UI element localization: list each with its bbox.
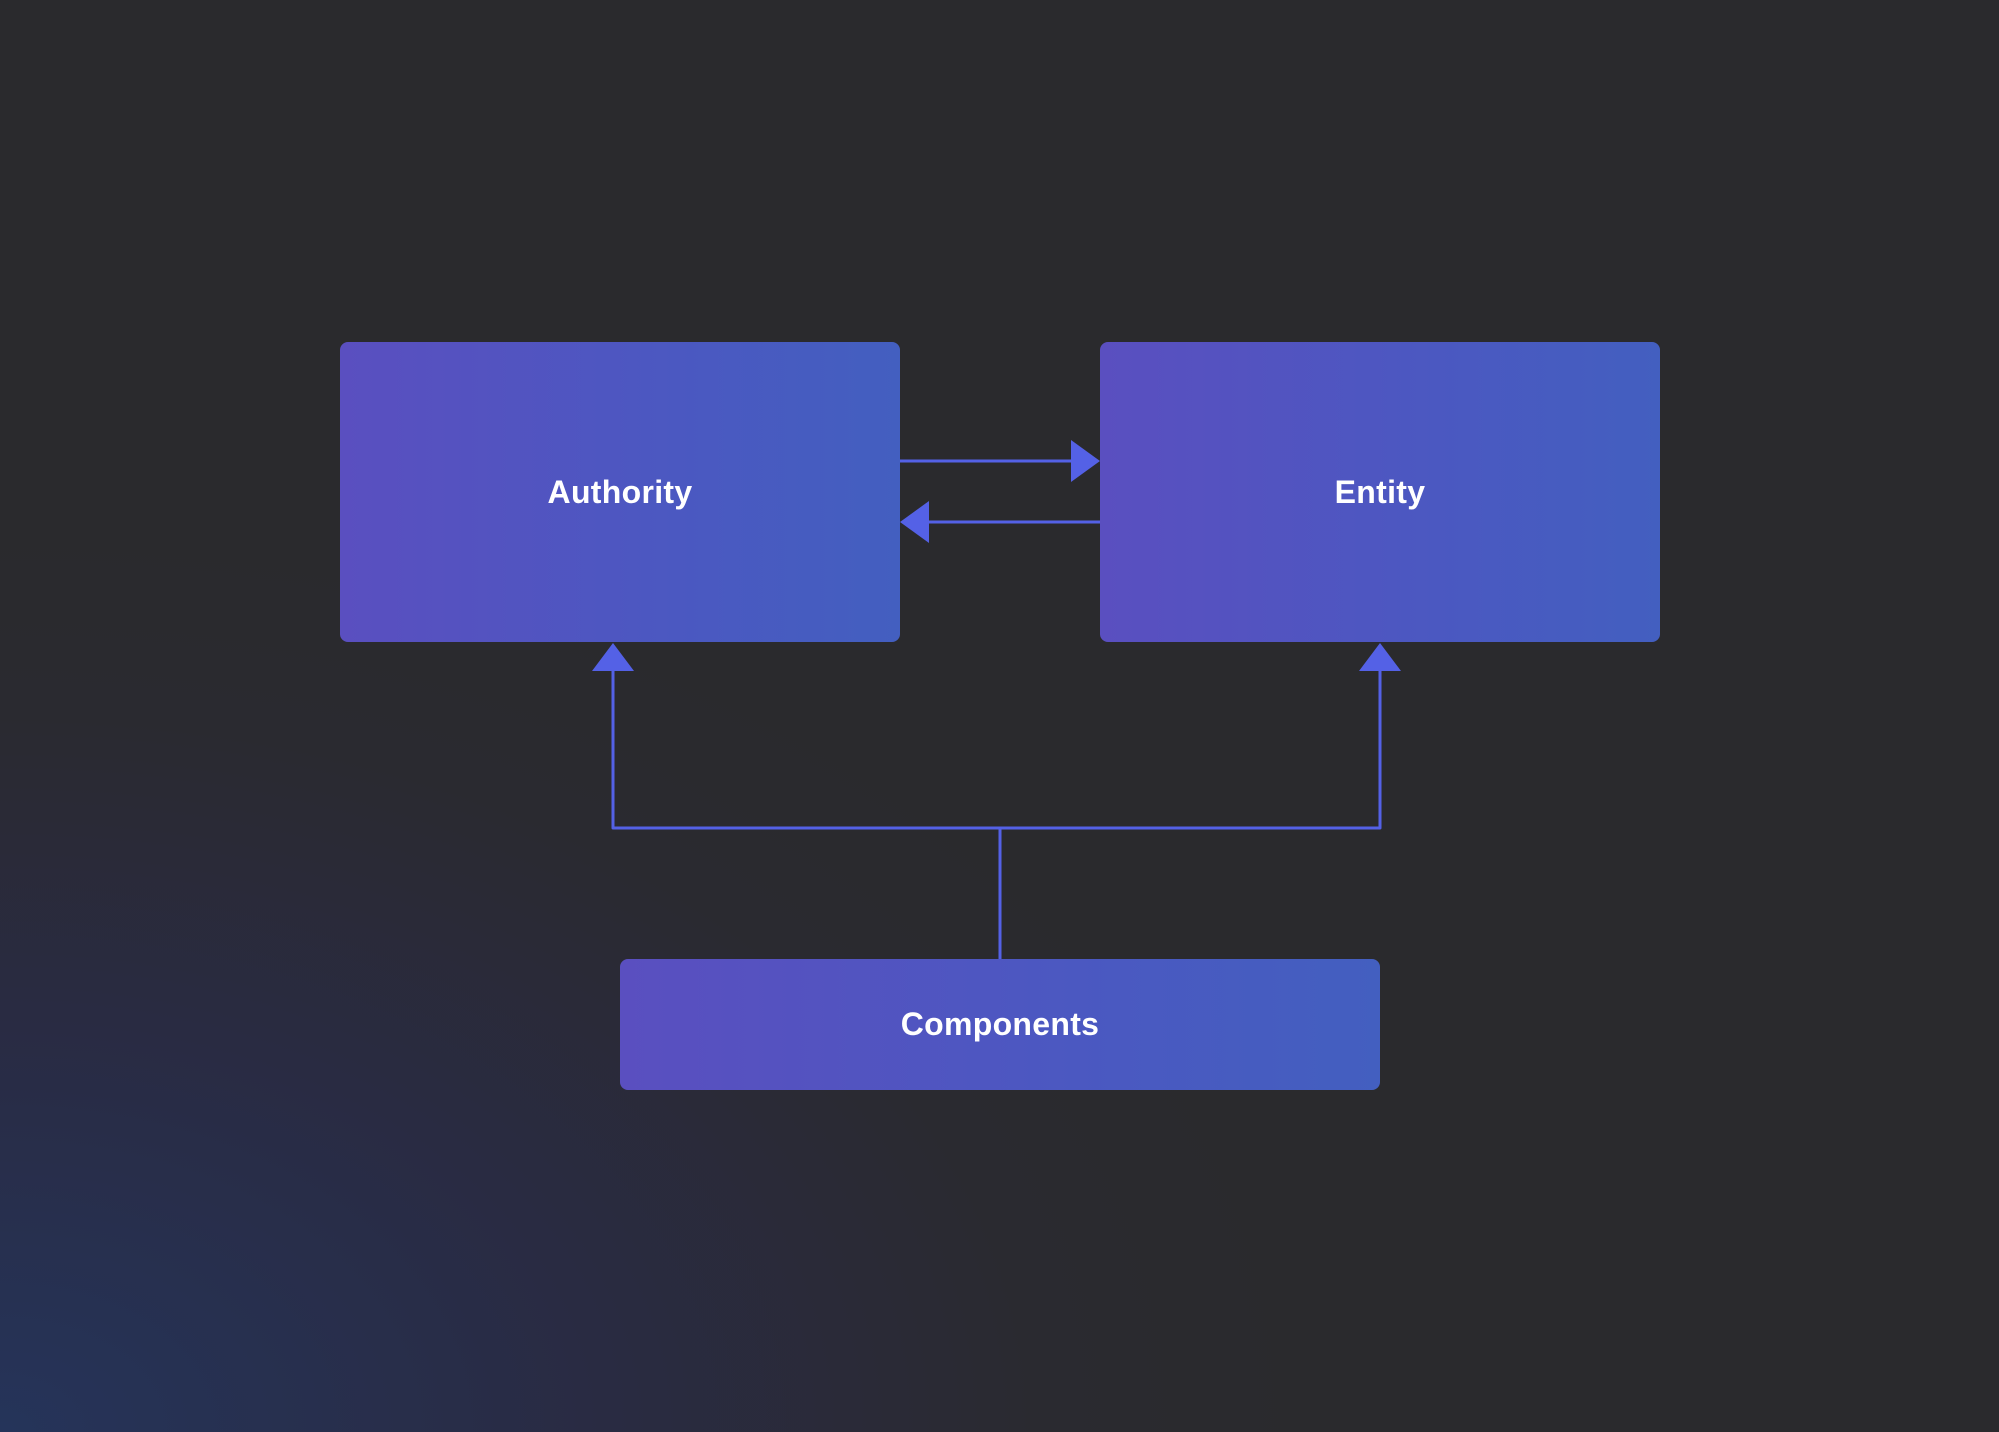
entity-node[interactable]: Entity bbox=[1100, 342, 1660, 642]
edge-entity-to-authority bbox=[900, 501, 1100, 543]
authority-node[interactable]: Authority bbox=[340, 342, 900, 642]
authority-label: Authority bbox=[547, 473, 693, 510]
edge-authority-to-entity bbox=[900, 440, 1100, 482]
components-label: Components bbox=[900, 1006, 1100, 1042]
entity-label: Entity bbox=[1334, 473, 1426, 510]
edge-components-to-authority-entity bbox=[592, 643, 1401, 959]
components-node[interactable]: Components bbox=[620, 959, 1380, 1090]
